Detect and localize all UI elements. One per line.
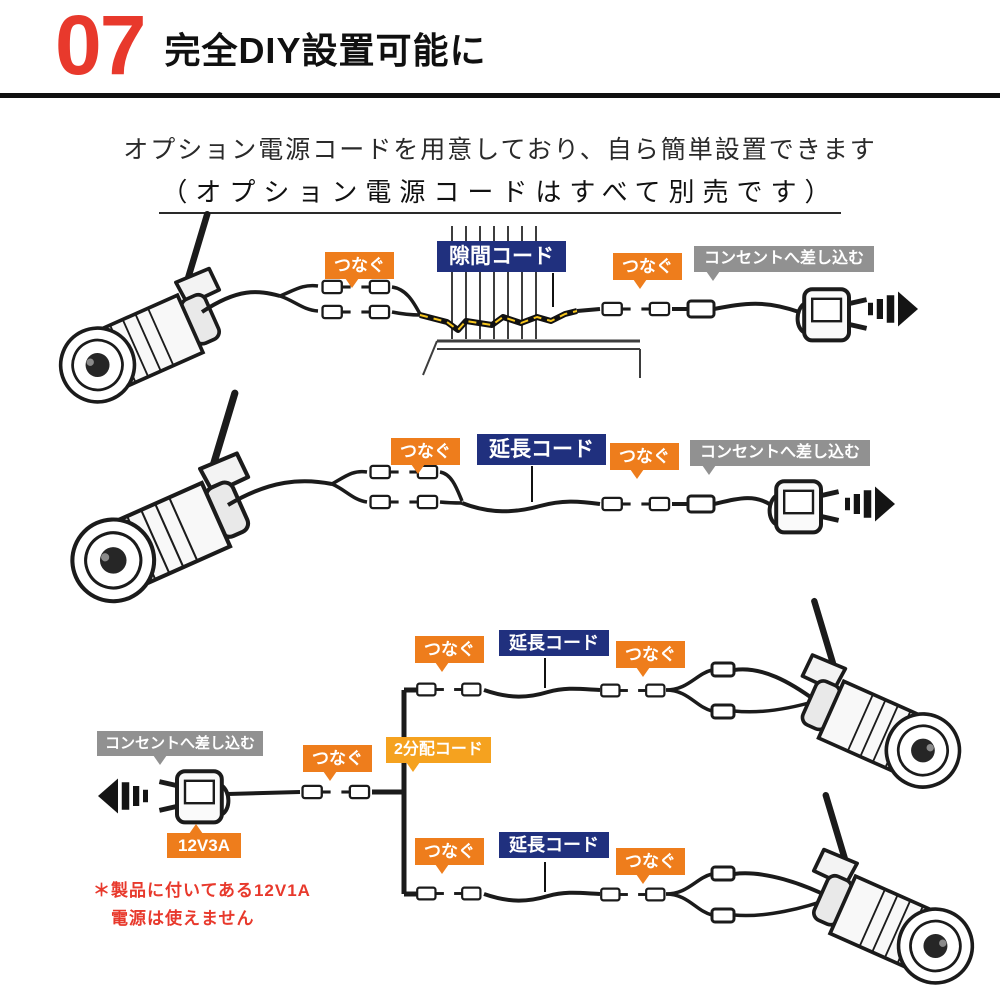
row1-connect-label-b: つなぐ (613, 253, 682, 289)
row2-dc-plug (686, 494, 716, 514)
pointer-tail (630, 469, 644, 479)
row3-adapter-cable (227, 790, 301, 796)
row3-bottom-camera-pigtail (665, 865, 832, 924)
label-text: つなぐ (312, 749, 363, 768)
pointer-tail (435, 662, 449, 672)
row1-merge-cable (391, 285, 422, 317)
label-text: つなぐ (625, 645, 676, 664)
pointer-tail (323, 771, 337, 781)
label-text: 延長コード (489, 438, 594, 461)
row2-camera-pigtail (226, 469, 368, 507)
label-text: つなぐ (334, 256, 385, 275)
label-text: コンセントへ差し込む (105, 735, 256, 752)
row1-arrow-right-icon (868, 291, 918, 327)
row3-bottom-extension-cord (483, 890, 601, 903)
label-text: つなぐ (424, 640, 475, 659)
label-text: つなぐ (400, 442, 451, 461)
intro-line2-text: （オプション電源コードはすべて別売です） (159, 177, 841, 214)
row3-splitter-cord (401, 687, 417, 897)
label-text: 12V3A (178, 836, 230, 855)
header-divider (0, 93, 1000, 98)
row1-camera (49, 214, 227, 413)
row2-extension-cord-label: 延長コード (477, 434, 606, 465)
row3-top-camera-pigtail (665, 661, 818, 720)
row1-dc-plug (686, 299, 716, 319)
label-text: つなぐ (619, 447, 670, 466)
row3-top-extension-cord-label: 延長コード (499, 630, 609, 656)
label-text: つなぐ (424, 842, 475, 861)
pointer-tail-up (189, 824, 203, 834)
row2-power-adapter (770, 481, 839, 532)
row3-top-connect-label-a: つなぐ (415, 636, 484, 672)
label-text: 延長コード (509, 633, 599, 653)
row3-bottom-connect-label-a: つなぐ (415, 838, 484, 874)
pointer-tail (345, 278, 359, 288)
row3-top-connect-label-b: つなぐ (616, 641, 685, 677)
pointer-tail (636, 874, 650, 884)
row1-gap-cord-label: 隙間コード (437, 241, 566, 272)
row2-arrow-right-icon (845, 486, 895, 522)
section-title: 完全DIY設置可能に (164, 29, 487, 71)
intro-line2: （オプション電源コードはすべて別売です） (0, 172, 1000, 214)
row3-connect-main-label: つなぐ (303, 745, 372, 781)
row3-bottom-connector-pair-a (416, 886, 482, 901)
row3-bottom-connector-pair-b (600, 887, 666, 902)
row3-main-connector-pair (300, 784, 371, 800)
pointer-tail (706, 271, 720, 281)
header: 07 完全DIY設置可能に (55, 0, 487, 92)
pointer-tail (702, 465, 716, 475)
pointer-tail (406, 762, 420, 772)
row2-connector-pair-right (600, 496, 671, 512)
row2-adapter-cable (713, 496, 773, 507)
row2-connector-pair-upper (368, 464, 439, 480)
row2-outlet-label: コンセントへ差し込む (690, 440, 871, 475)
row3-bottom-extension-cord-label: 延長コード (499, 832, 609, 858)
intro-line1: オプション電源コードを用意しており、自ら簡単設置できます (123, 136, 877, 164)
pointer-tail (411, 464, 425, 474)
row3-splitter-cord-label: 2分配コード (386, 737, 491, 772)
row3-top-extension-cord (483, 686, 601, 699)
row1-outlet-label: コンセントへ差し込む (694, 246, 875, 281)
label-text: コンセントへ差し込む (700, 444, 861, 461)
section-number: 07 (55, 0, 146, 92)
label-text: つなぐ (622, 257, 673, 276)
label-text: 隙間コード (449, 245, 554, 268)
row1-connect-label-a: つなぐ (325, 252, 394, 288)
label-text: 延長コード (509, 835, 599, 855)
row2-connector-pair-lower (368, 494, 439, 510)
row3-top-connector-pair-b (600, 683, 666, 698)
warning-line2: 電源は使えません (111, 909, 255, 928)
row1-power-adapter (798, 289, 867, 340)
label-text: コンセントへ差し込む (704, 250, 865, 267)
gap-cord-cable (419, 308, 578, 333)
pointer-tail (435, 864, 449, 874)
row3-top-camera (795, 601, 972, 799)
row2-connect-label-b: つなぐ (610, 443, 679, 479)
row3-top-connector-pair-a (416, 682, 482, 697)
label-text: つなぐ (625, 852, 676, 871)
row3-arrow-left-icon (98, 778, 148, 814)
row1-cable-b (576, 307, 601, 313)
row3-bottom-camera (806, 795, 984, 994)
row1-connector-pair-lower (320, 304, 391, 320)
warning-line1: ＊製品に付いてある12V1A (93, 881, 311, 900)
row3-bottom-connect-label-b: つなぐ (616, 848, 685, 884)
row2-extension-cord (461, 499, 601, 514)
label-text: 2分配コード (394, 741, 483, 758)
row2-camera (59, 393, 257, 614)
row3-outlet-label: コンセントへ差し込む (97, 731, 264, 765)
row2-merge-cable (439, 470, 464, 505)
row1-camera-pigtail (200, 283, 319, 314)
row3-adapter-rating-badge: 12V3A (167, 824, 241, 858)
row1-connector-pair-right (600, 301, 671, 317)
pointer-tail (633, 279, 647, 289)
row1-adapter-cable (713, 301, 800, 314)
pointer-tail (636, 667, 650, 677)
row2-connect-label-a: つなぐ (391, 438, 460, 474)
row3-power-adapter (159, 771, 228, 822)
pointer-tail (153, 755, 167, 765)
